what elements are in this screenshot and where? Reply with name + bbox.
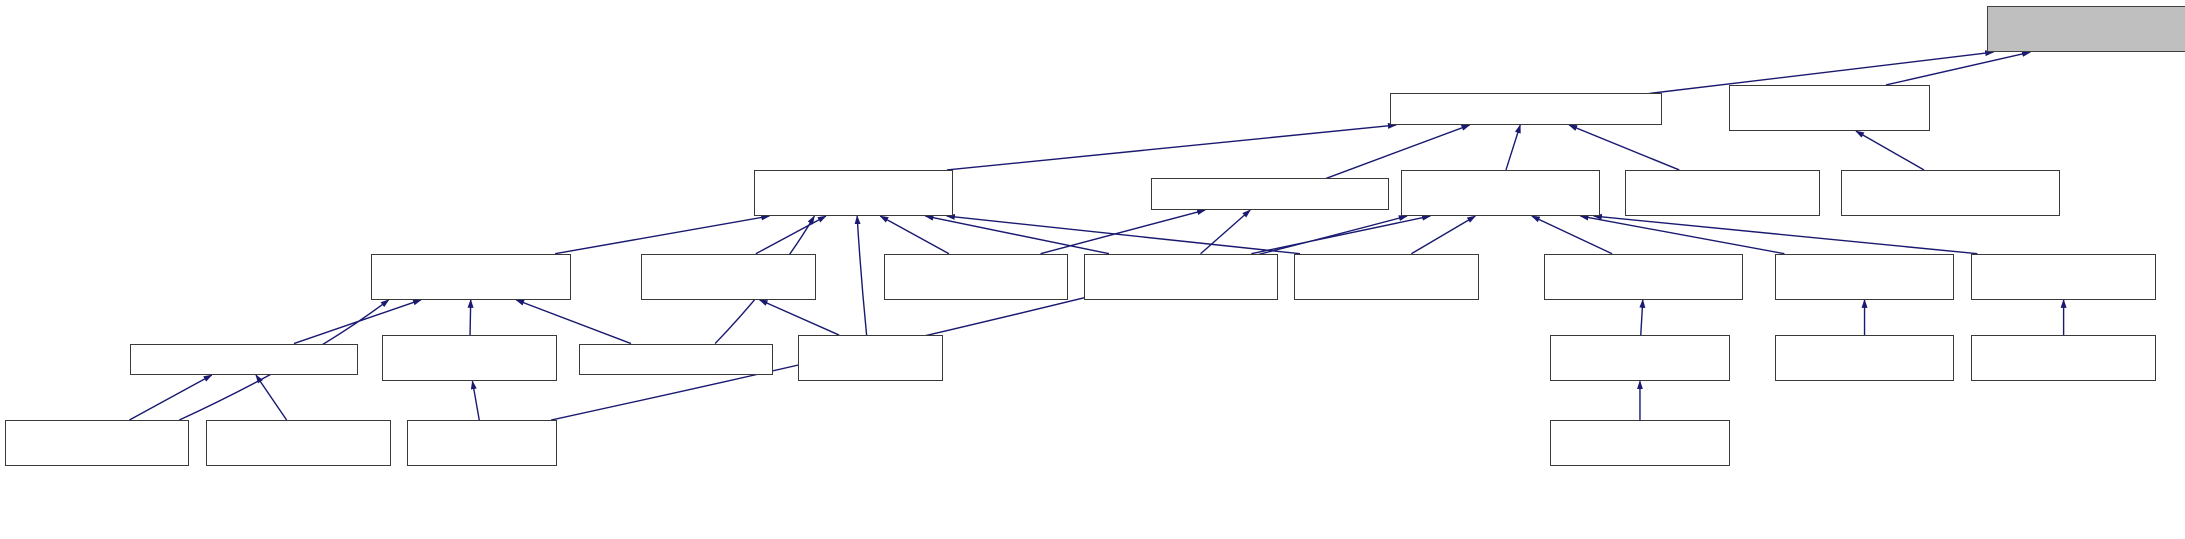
graph-node[interactable] xyxy=(371,253,571,300)
graph-edge xyxy=(467,298,474,336)
graph-edge xyxy=(1885,51,2032,86)
graph-node[interactable] xyxy=(1294,253,1479,300)
graph-edge xyxy=(755,215,827,255)
graph-node[interactable] xyxy=(129,343,359,376)
graph-edge xyxy=(551,215,1408,421)
graph-node[interactable] xyxy=(753,169,953,217)
graph-edge xyxy=(946,122,1397,171)
graph-node[interactable] xyxy=(1389,93,1662,126)
graph-node[interactable] xyxy=(1400,169,1600,217)
graph-edge xyxy=(1411,215,1477,255)
graph-node[interactable] xyxy=(4,420,190,467)
graph-edge xyxy=(1579,214,1785,255)
graph-edge xyxy=(1592,213,1978,255)
graph-node[interactable] xyxy=(1550,335,1730,382)
graph-edge xyxy=(1200,209,1251,255)
graph-node[interactable] xyxy=(1774,335,1955,382)
graph-edge xyxy=(255,374,288,421)
graph-edge xyxy=(1505,124,1521,171)
graph-edge xyxy=(554,214,771,255)
graph-node[interactable] xyxy=(1971,335,2156,382)
graph-node[interactable] xyxy=(1728,84,1931,132)
graph-node[interactable] xyxy=(1841,169,2060,217)
graph-edge xyxy=(758,299,840,336)
graph-edge xyxy=(924,214,1110,255)
graph-node[interactable] xyxy=(883,253,1069,300)
graph-node[interactable] xyxy=(1084,253,1279,300)
graph-edge xyxy=(1568,124,1680,171)
graph-node[interactable] xyxy=(1550,420,1730,467)
graph-edge xyxy=(1530,215,1613,255)
graph-edge xyxy=(470,380,480,421)
graph-node[interactable] xyxy=(579,343,774,376)
graph-node[interactable] xyxy=(797,335,944,382)
graph-node[interactable] xyxy=(1774,253,1955,300)
graph-node[interactable] xyxy=(206,420,391,467)
graph-node[interactable] xyxy=(640,253,816,300)
graph-node[interactable] xyxy=(382,335,558,382)
graph-node-root[interactable] xyxy=(1987,6,2185,53)
graph-node[interactable] xyxy=(1625,169,1820,217)
graph-edge xyxy=(1639,298,1646,336)
graph-node[interactable] xyxy=(406,420,558,467)
graph-edge xyxy=(1855,130,1925,171)
graph-node[interactable] xyxy=(1544,253,1744,300)
graph-edge xyxy=(1251,214,1432,255)
graph-node[interactable] xyxy=(1150,178,1389,210)
graph-edge xyxy=(1040,209,1207,255)
graph-edge xyxy=(854,215,868,336)
graph-edge xyxy=(129,374,213,421)
graph-node[interactable] xyxy=(1971,253,2156,300)
graph-edge xyxy=(879,215,950,255)
graph-edge xyxy=(945,213,1301,255)
